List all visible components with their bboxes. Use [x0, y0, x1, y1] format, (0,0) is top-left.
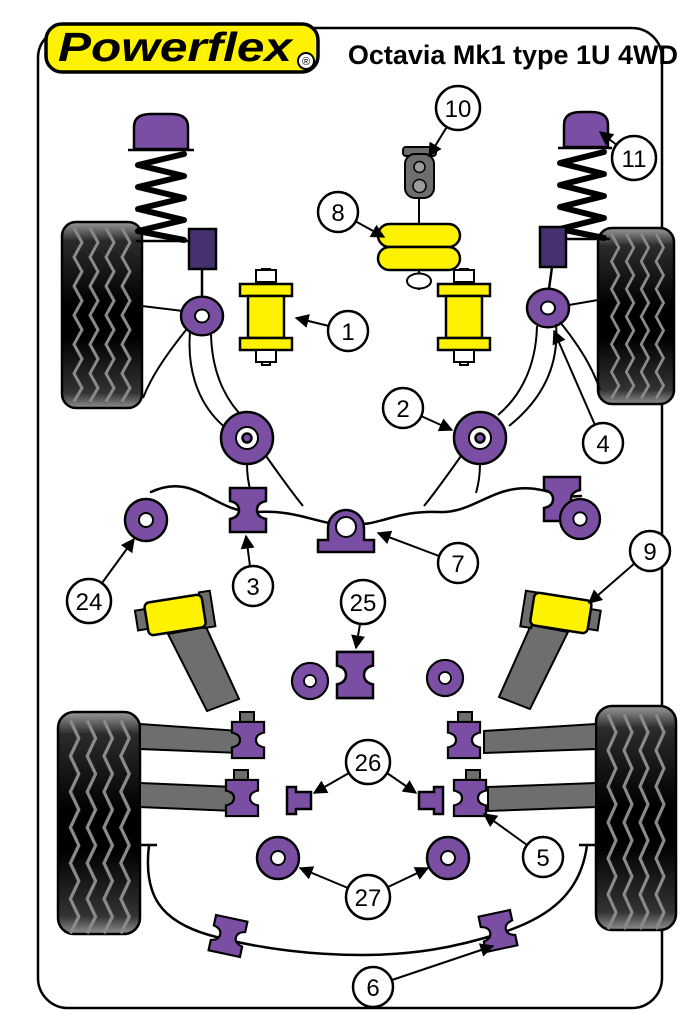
rear-right-arms [446, 711, 597, 818]
callout-5: 5 [521, 835, 565, 879]
rear-right-wheel [594, 704, 678, 932]
front-left-strut [128, 112, 225, 399]
callout-arrow [598, 131, 619, 147]
bump-stop [538, 225, 568, 269]
callout-arrow [351, 623, 365, 650]
front-anti-roll-bar [149, 475, 583, 554]
part-27-bush-left [255, 835, 301, 881]
callout-number: 8 [331, 200, 344, 227]
part-1-wishbone-bush-left [238, 267, 294, 367]
center-bush-left [290, 661, 330, 701]
callout-arrows [101, 124, 636, 981]
callout-number: 25 [350, 590, 377, 617]
callout-11: 11 [610, 134, 658, 182]
front-right-strut [525, 110, 612, 391]
coil-spring [135, 151, 187, 243]
callout-number: 11 [622, 146, 647, 173]
callout-2: 2 [381, 386, 425, 430]
powerflex-logo [44, 22, 320, 74]
callout-3: 3 [231, 564, 275, 608]
part-10-link [402, 146, 437, 199]
rear-left-arms [139, 711, 266, 818]
rear-right-trailing-arm [497, 589, 602, 711]
center-bush-right [425, 658, 465, 698]
part-27-bush-right [425, 835, 471, 881]
callout-26: 26 [344, 738, 392, 786]
part-26-bush-left [285, 785, 313, 816]
part-24-bush-left [123, 497, 169, 543]
callout-arrow [386, 772, 418, 794]
callout-arrow [420, 415, 454, 432]
rear-left-wheel [56, 710, 142, 936]
callout-arrow [312, 772, 350, 794]
part-1-wishbone-bush-right [436, 267, 492, 367]
callout-arrow [376, 530, 440, 557]
powerflex-logo-text: Powerflex [58, 24, 295, 70]
bump-stop [187, 227, 218, 271]
header: Powerflex ® Octavia Mk1 type 1U 4WD [44, 22, 678, 74]
callout-number: 27 [355, 885, 382, 912]
front-right-wheel [596, 226, 676, 406]
part-26-bush-right [417, 785, 445, 816]
trailing-arm-bush [143, 593, 207, 637]
part-2-rear-bush-left [219, 410, 275, 466]
callout-9: 9 [628, 529, 672, 573]
callout-number: 7 [451, 551, 464, 578]
callout-arrow [101, 537, 135, 584]
page-title: Octavia Mk1 type 1U 4WD [348, 40, 678, 70]
part-9-trailing-arm-bush [529, 591, 593, 635]
callout-arrow [391, 943, 495, 981]
coil-spring [557, 149, 607, 241]
callout-arrow [354, 220, 386, 238]
callout-1: 1 [326, 309, 370, 353]
callout-4: 4 [581, 421, 625, 465]
registered-mark-circle [297, 52, 315, 70]
callout-arrow [240, 534, 255, 567]
callout-arrow [482, 813, 528, 846]
callout-27: 27 [344, 873, 392, 921]
callout-arrow [294, 314, 330, 328]
rear-left-trailing-arm [133, 589, 241, 713]
top-mount-bush [562, 110, 610, 149]
callout-number: 5 [536, 845, 549, 872]
front-left-wheel [60, 220, 144, 410]
callout-arrow [298, 866, 349, 889]
rear-anti-roll-bar [141, 843, 595, 959]
callout-arrow [387, 867, 430, 888]
callout-number: 26 [355, 750, 382, 777]
top-mount-bush [132, 112, 190, 151]
callout-8: 8 [316, 190, 360, 234]
callout-number: 4 [596, 431, 609, 458]
callout-24: 24 [65, 577, 113, 625]
callout-25: 25 [339, 578, 387, 626]
callout-10: 10 [434, 84, 482, 132]
part-24-bush-right [558, 497, 602, 541]
callout-number: 10 [445, 96, 472, 123]
callout-arrow [587, 562, 636, 604]
callout-arrow [552, 329, 596, 426]
part-2-rear-bush-right [452, 410, 508, 466]
callout-number: 2 [396, 396, 409, 423]
part-8-engine-mount [376, 198, 462, 290]
callout-number: 3 [246, 574, 259, 601]
callout-number: 1 [341, 319, 354, 346]
callout-arrow [428, 124, 449, 158]
callouts: 10 11 8 1 2 4 24 3 7 9 25 [65, 84, 672, 1009]
strut-bearing-bush [179, 295, 225, 337]
callout-number: 24 [76, 589, 103, 616]
callout-number: 6 [366, 975, 379, 1002]
callout-number: 9 [643, 539, 656, 566]
registered-mark: ® [302, 56, 310, 68]
strut-bearing-bush [525, 287, 571, 329]
callout-6: 6 [351, 965, 395, 1009]
callout-7: 7 [436, 541, 480, 585]
